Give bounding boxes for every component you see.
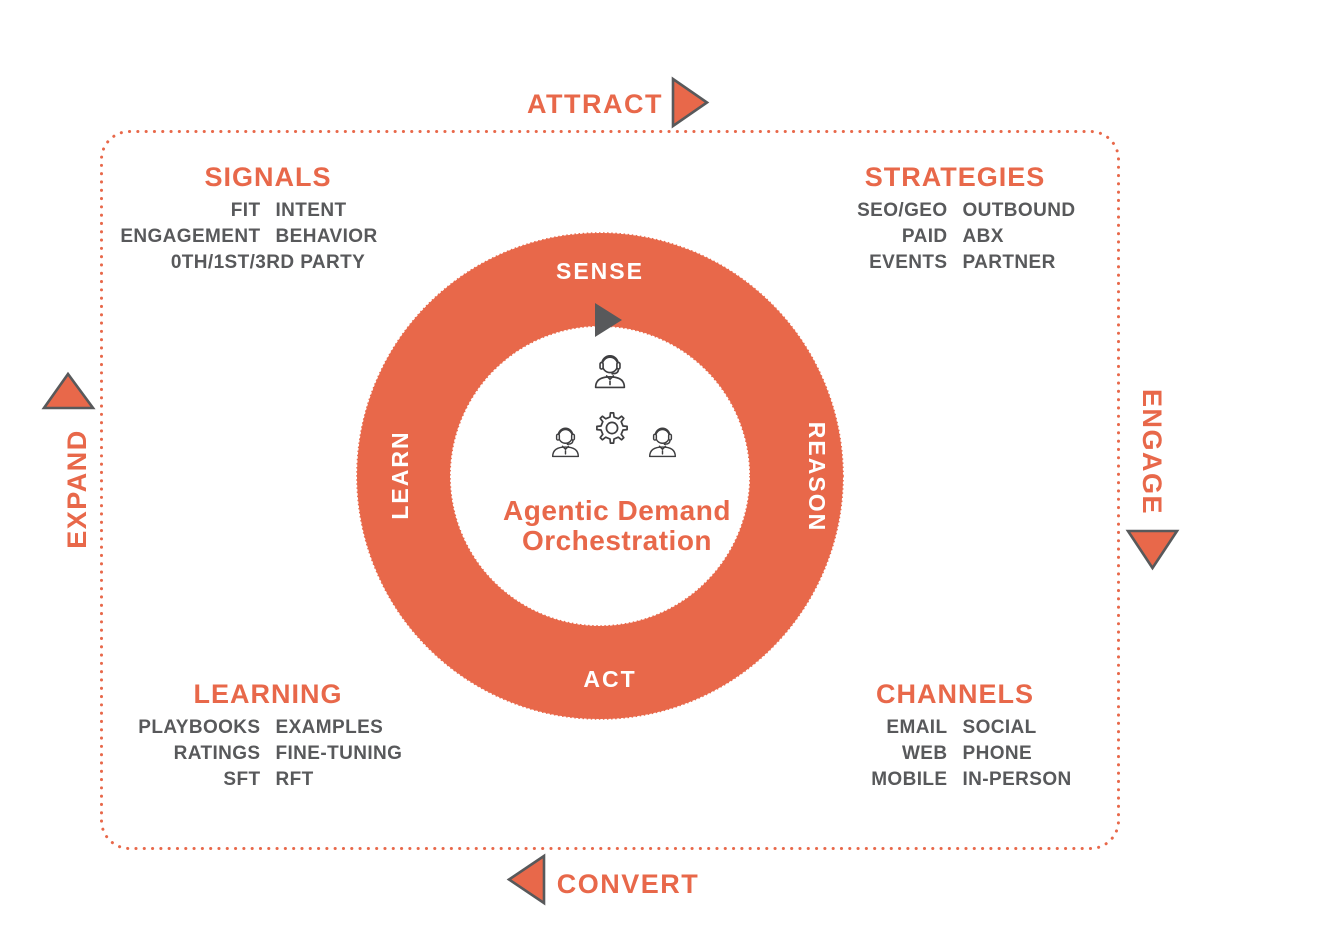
learning-item: FINE-TUNING <box>275 743 403 764</box>
channels-item: SOCIAL <box>962 717 1037 738</box>
strategies-item: OUTBOUND <box>962 200 1076 221</box>
quadrant-channels: CHANNELS EMAIL SOCIAL WEB PHONE MOBILE I… <box>755 680 1155 793</box>
quadrant-channels-items: EMAIL SOCIAL WEB PHONE MOBILE IN-PERSON <box>755 715 1155 793</box>
left-triangle-icon <box>506 853 546 906</box>
quadrant-learning: LEARNING PLAYBOOKS EXAMPLES RATINGS FINE… <box>68 680 468 793</box>
strategies-item: ABX <box>962 226 1004 247</box>
strategies-item: EVENTS <box>869 252 948 273</box>
center-title: Agentic Demand Orchestration <box>417 496 817 556</box>
channels-item: WEB <box>901 743 948 764</box>
center-title-line2: Orchestration <box>521 525 713 556</box>
channels-item: EMAIL <box>886 717 948 738</box>
signals-item: INTENT <box>275 200 347 221</box>
flow-label-expand: EXPAND <box>62 429 92 549</box>
ring-stage-act: ACT <box>583 666 637 692</box>
signals-item: ENGAGEMENT <box>120 226 261 247</box>
strategies-item: SEO/GEO <box>857 200 948 221</box>
quadrant-signals: SIGNALS FIT INTENT ENGAGEMENT BEHAVIOR 0… <box>68 163 468 276</box>
flow-label-engage: ENGAGE <box>1137 388 1167 516</box>
quadrant-learning-items: PLAYBOOKS EXAMPLES RATINGS FINE-TUNING S… <box>68 715 468 793</box>
up-triangle-icon <box>41 371 96 410</box>
channels-item: IN-PERSON <box>962 769 1072 790</box>
strategies-item: PARTNER <box>962 252 1056 273</box>
quadrant-strategies-title: STRATEGIES <box>864 162 1046 192</box>
quadrant-strategies: STRATEGIES SEO/GEO OUTBOUND PAID ABX EVE… <box>755 163 1155 276</box>
learning-item: RFT <box>275 769 314 790</box>
headset-agent-icon <box>648 427 677 458</box>
quadrant-learning-title: LEARNING <box>193 679 343 709</box>
learning-item: SFT <box>223 769 261 790</box>
center-title-line1: Agentic Demand <box>503 495 731 526</box>
gear-icon <box>596 412 628 444</box>
ring-inner-stipple <box>449 325 751 627</box>
learning-item: RATINGS <box>173 743 261 764</box>
channels-item: PHONE <box>962 743 1033 764</box>
ring-stage-sense: SENSE <box>556 258 644 284</box>
flow-label-attract: ATTRACT <box>527 89 663 119</box>
quadrant-channels-title: CHANNELS <box>875 679 1034 709</box>
learning-item: PLAYBOOKS <box>138 717 261 738</box>
signals-item: FIT <box>230 200 261 221</box>
learning-item: EXAMPLES <box>275 717 384 738</box>
signals-item: BEHAVIOR <box>275 226 378 247</box>
down-triangle-icon <box>1125 529 1180 571</box>
cycle-ring <box>357 233 843 719</box>
play-arrow-icon <box>595 303 622 337</box>
signals-item: 0TH/1ST/3RD PARTY <box>170 252 366 273</box>
channels-item: MOBILE <box>871 769 948 790</box>
headset-agent-icon <box>551 427 580 458</box>
quadrant-signals-items: FIT INTENT ENGAGEMENT BEHAVIOR 0TH/1ST/3… <box>68 198 468 276</box>
headset-agent-icon <box>594 354 626 389</box>
right-triangle-icon <box>671 76 710 129</box>
ring-stage-learn: LEARN <box>387 430 413 520</box>
dotted-journey-border <box>100 130 1120 850</box>
strategies-item: PAID <box>901 226 948 247</box>
quadrant-signals-title: SIGNALS <box>204 162 332 192</box>
flow-label-convert: CONVERT <box>556 869 700 899</box>
quadrant-strategies-items: SEO/GEO OUTBOUND PAID ABX EVENTS PARTNER <box>755 198 1155 276</box>
ring-outer-stipple <box>356 232 844 720</box>
